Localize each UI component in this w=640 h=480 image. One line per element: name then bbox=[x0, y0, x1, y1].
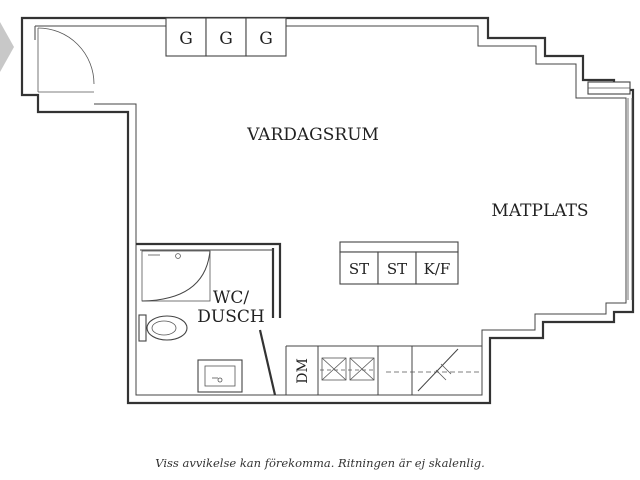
inner-wall bbox=[34, 25, 627, 396]
sink-icon bbox=[197, 359, 243, 393]
island-label: ST bbox=[349, 260, 369, 278]
room-label-dining: MATPLATS bbox=[491, 201, 588, 221]
door-swing-icon bbox=[37, 27, 95, 93]
disclaimer-caption: Viss avvikelse kan förekomma. Ritningen … bbox=[155, 456, 485, 470]
window-icon bbox=[587, 81, 633, 300]
outer-wall bbox=[20, 16, 635, 405]
room-label-living: VARDAGSRUM bbox=[246, 125, 379, 145]
room-label-bath: DUSCH bbox=[197, 307, 264, 327]
hood-icon bbox=[417, 348, 459, 392]
wardrobe-label: G bbox=[219, 29, 233, 49]
kitchen-island: ST ST K/F bbox=[339, 241, 459, 285]
wardrobe-label: G bbox=[179, 29, 193, 49]
kitchen-counter bbox=[285, 345, 482, 395]
toilet-icon bbox=[138, 314, 188, 342]
wardrobe-label: G bbox=[259, 29, 273, 49]
bathroom-wall bbox=[136, 242, 282, 396]
stove-icon bbox=[320, 357, 376, 381]
entry-arrow-icon bbox=[0, 22, 14, 72]
wardrobe-group: G G G bbox=[165, 17, 287, 57]
shower-icon bbox=[141, 250, 211, 302]
dishwasher-label: DM bbox=[295, 358, 311, 384]
island-label: K/F bbox=[424, 260, 451, 278]
island-label: ST bbox=[387, 260, 407, 278]
room-label-bath: WC/ bbox=[213, 288, 249, 308]
